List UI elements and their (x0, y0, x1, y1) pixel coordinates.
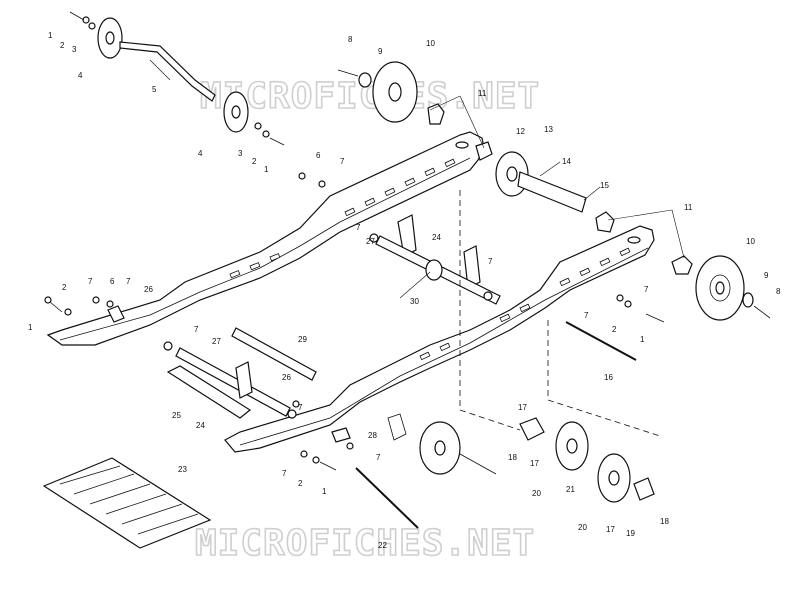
callout-10: 10 (426, 39, 435, 48)
callout-2b: 2 (252, 157, 257, 166)
callout-12: 12 (516, 127, 525, 136)
callout-2c: 2 (62, 283, 67, 292)
callout-3: 3 (72, 45, 77, 54)
callout-26: 26 (144, 285, 153, 294)
callout-30: 30 (410, 297, 419, 306)
long-bolts (355, 321, 637, 529)
callout-11: 11 (478, 89, 487, 98)
front-idler-assembly (69, 11, 285, 146)
callout-16: 16 (604, 373, 613, 382)
callout-9b: 9 (764, 271, 769, 280)
front-crossshaft-assembly (163, 327, 317, 419)
callout-7b: 7 (356, 223, 361, 232)
callout-11b: 11 (684, 203, 693, 212)
callout-6: 6 (316, 151, 321, 160)
hub-sprocket (387, 413, 497, 475)
callouts: 1 2 3 4 5 4 3 2 1 8 9 10 11 12 13 14 15 … (28, 31, 781, 550)
callout-17: 17 (518, 403, 527, 412)
callout-25: 25 (172, 411, 181, 420)
right-slide-rail (224, 225, 655, 453)
callout-18: 18 (508, 453, 517, 462)
callout-2e: 2 (298, 479, 303, 488)
callout-3b: 3 (238, 149, 243, 158)
callout-15: 15 (600, 181, 609, 190)
callout-7g: 7 (298, 403, 303, 412)
callout-1c: 1 (28, 323, 33, 332)
callout-20: 20 (532, 489, 541, 498)
callout-27: 27 (366, 237, 375, 246)
callout-4b: 4 (198, 149, 203, 158)
center-crossshaft-assembly (369, 214, 501, 305)
callout-7h: 7 (644, 285, 649, 294)
callout-19: 19 (626, 529, 635, 538)
callout-7i: 7 (584, 311, 589, 320)
callout-29: 29 (298, 335, 307, 344)
callout-6b: 6 (110, 277, 115, 286)
callout-1: 1 (48, 31, 53, 40)
callout-27b: 27 (212, 337, 221, 346)
callout-1d: 1 (640, 335, 645, 344)
callout-7c: 7 (488, 257, 493, 266)
callout-9: 9 (378, 47, 383, 56)
callout-20b: 20 (578, 523, 587, 532)
callout-28: 28 (368, 431, 377, 440)
callout-22: 22 (378, 541, 387, 550)
fasteners (44, 172, 665, 471)
callout-14: 14 (562, 157, 571, 166)
callout-10b: 10 (746, 237, 755, 246)
callout-7d: 7 (88, 277, 93, 286)
callout-4: 4 (78, 71, 83, 80)
callout-1e: 1 (322, 487, 327, 496)
callout-26b: 26 (282, 373, 291, 382)
callout-13: 13 (544, 125, 553, 134)
callout-7j: 7 (376, 453, 381, 462)
callout-17b: 17 (530, 459, 539, 468)
callout-7: 7 (340, 157, 345, 166)
watermark-bottom: MICROFICHES.NET (195, 523, 535, 564)
track-section (42, 457, 212, 549)
callout-1b: 1 (264, 165, 269, 174)
callout-23: 23 (178, 465, 187, 474)
rear-axle-assembly (475, 141, 615, 233)
callout-7k: 7 (282, 469, 287, 478)
callout-8b: 8 (776, 287, 781, 296)
callout-5: 5 (152, 85, 157, 94)
rear-right-idler-wheel (671, 255, 771, 321)
callout-7e: 7 (126, 277, 131, 286)
reference-lines (459, 190, 661, 437)
callout-18b: 18 (660, 517, 669, 526)
callout-8: 8 (348, 35, 353, 44)
callout-2d: 2 (612, 325, 617, 334)
callout-24: 24 (432, 233, 441, 242)
rear-bogie-wheels (519, 417, 655, 503)
callout-24b: 24 (196, 421, 205, 430)
callout-7f: 7 (194, 325, 199, 334)
leader-lines (149, 59, 685, 401)
callout-21: 21 (566, 485, 575, 494)
callout-17c: 17 (606, 525, 615, 534)
callout-2: 2 (60, 41, 65, 50)
